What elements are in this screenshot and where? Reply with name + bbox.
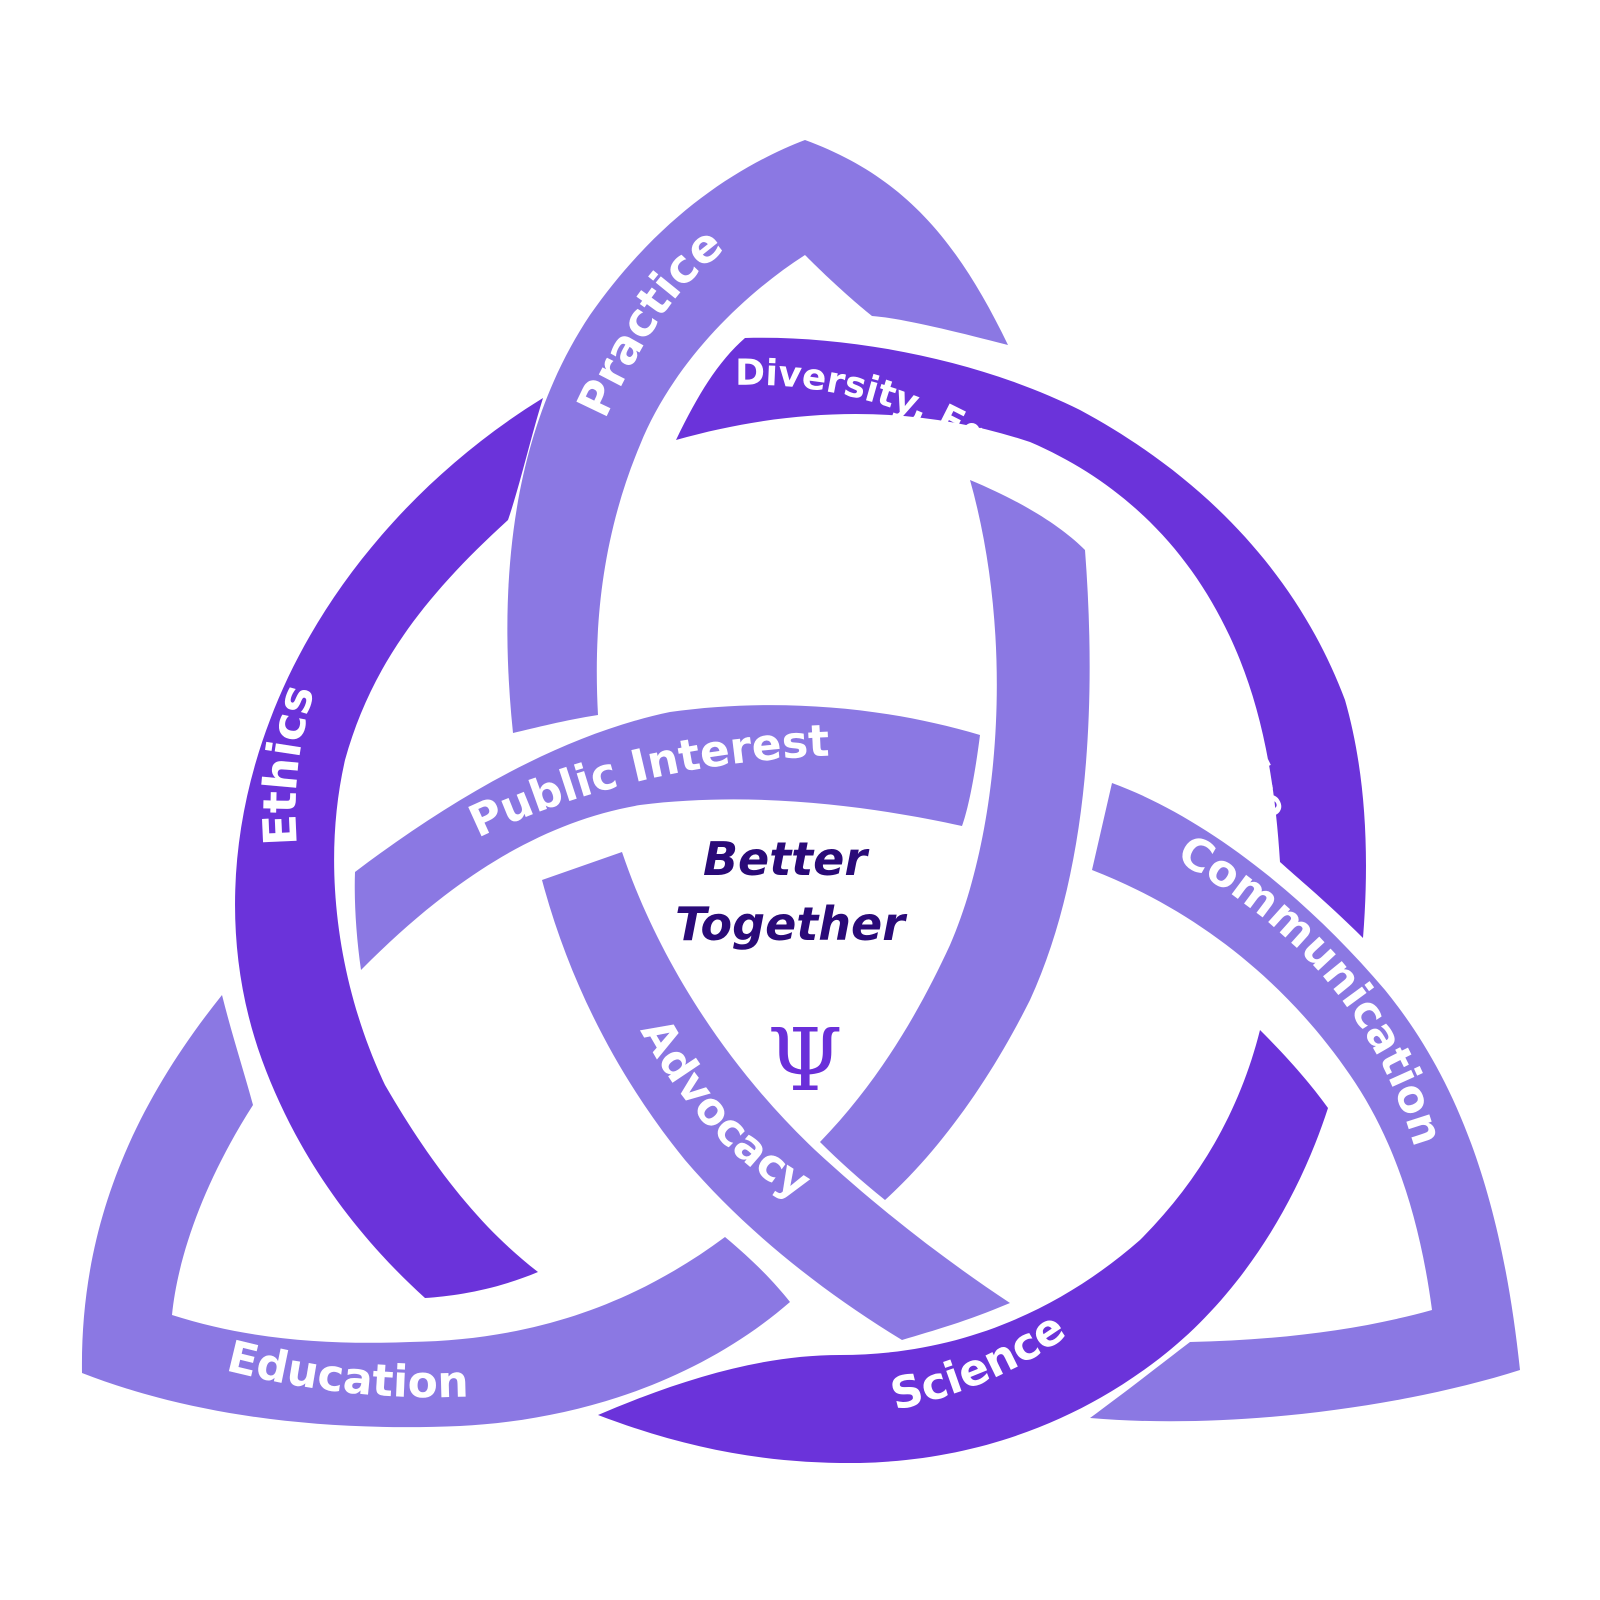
center-line-1: Better	[703, 832, 870, 886]
band-education	[81, 995, 790, 1428]
dark-band-group	[235, 337, 1366, 1464]
band-public-interest	[354, 705, 980, 970]
band-advocacy	[542, 852, 1010, 1340]
center-line-2: Together	[675, 897, 908, 951]
band-diversity	[676, 337, 1366, 939]
band-communication	[1090, 783, 1520, 1422]
band-science	[598, 1030, 1328, 1464]
light-band-group	[81, 140, 1520, 1428]
band-ethics	[235, 398, 544, 1298]
psi-icon: Ψ	[767, 1011, 842, 1111]
band-right-inner	[820, 480, 1090, 1200]
band-practice	[507, 140, 1008, 733]
